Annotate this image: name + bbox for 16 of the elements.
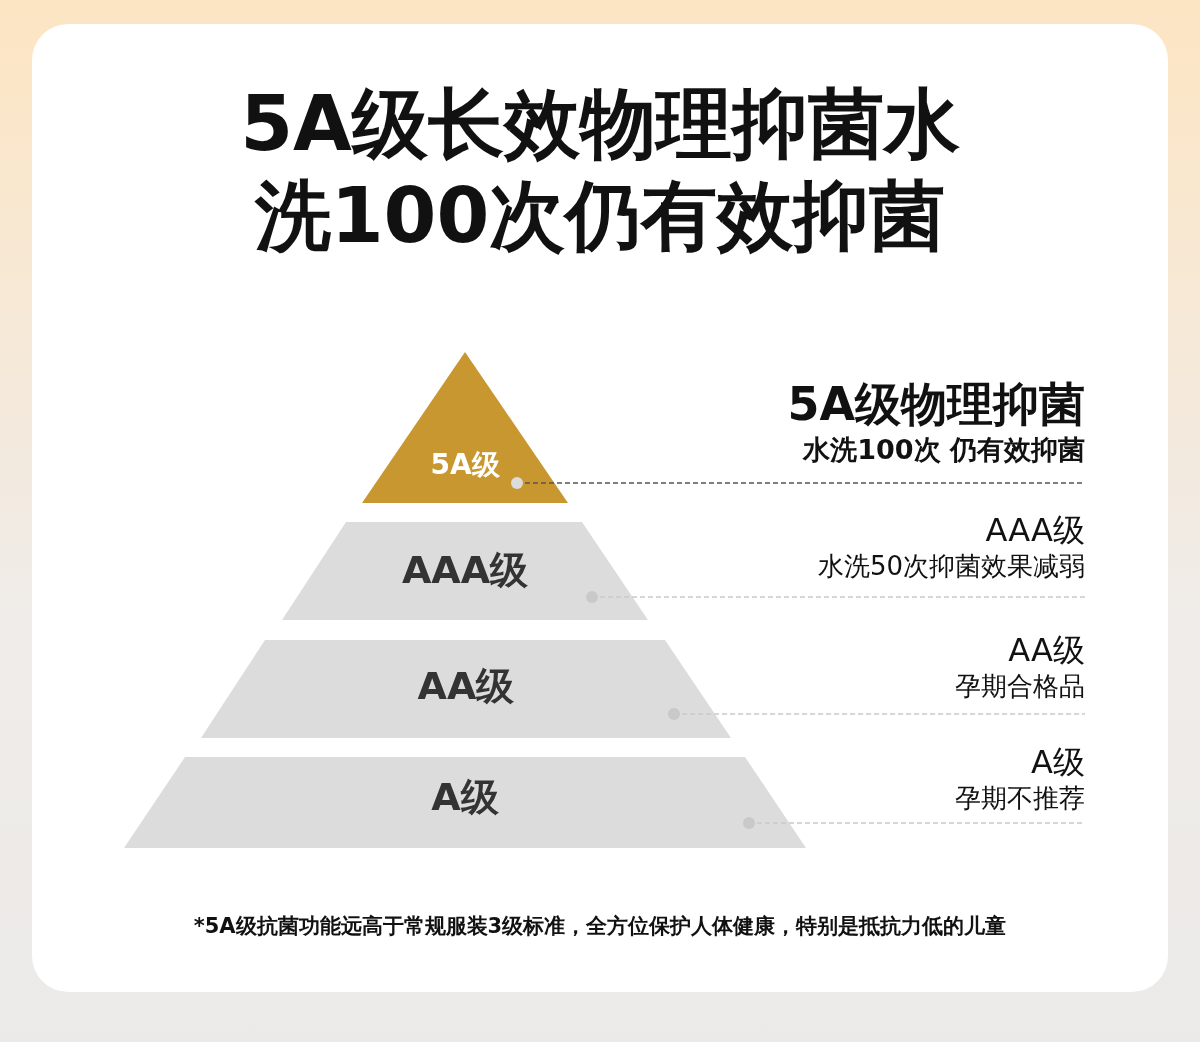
tier-label: AA级 (416, 664, 516, 708)
tier-label: 5A级 (429, 448, 501, 482)
level-description: 水洗50次抑菌效果减弱 (817, 550, 1085, 583)
title: 5A级长效物理抑菌水洗100次仍有效抑菌 (239, 78, 961, 262)
tier-label: A级 (430, 775, 500, 819)
level-heading: A级 (1030, 742, 1085, 782)
leader-line (586, 591, 1086, 603)
level-heading: AA级 (1007, 630, 1085, 670)
footnote: *5A级抗菌功能远高于常规服装3级标准，全方位保护人体健康，特别是抵抗力低的儿童 (192, 913, 1008, 940)
level-description: 孕期不推荐 (955, 782, 1085, 815)
level-heading: AAA级 (984, 510, 1085, 550)
level-description: 孕期合格品 (955, 670, 1085, 703)
level-heading: 5A级物理抑菌 (787, 376, 1085, 433)
leader-line (668, 708, 1086, 720)
tier-label: AAA级 (400, 548, 530, 592)
level-description: 水洗100次 仍有效抑菌 (801, 433, 1085, 467)
